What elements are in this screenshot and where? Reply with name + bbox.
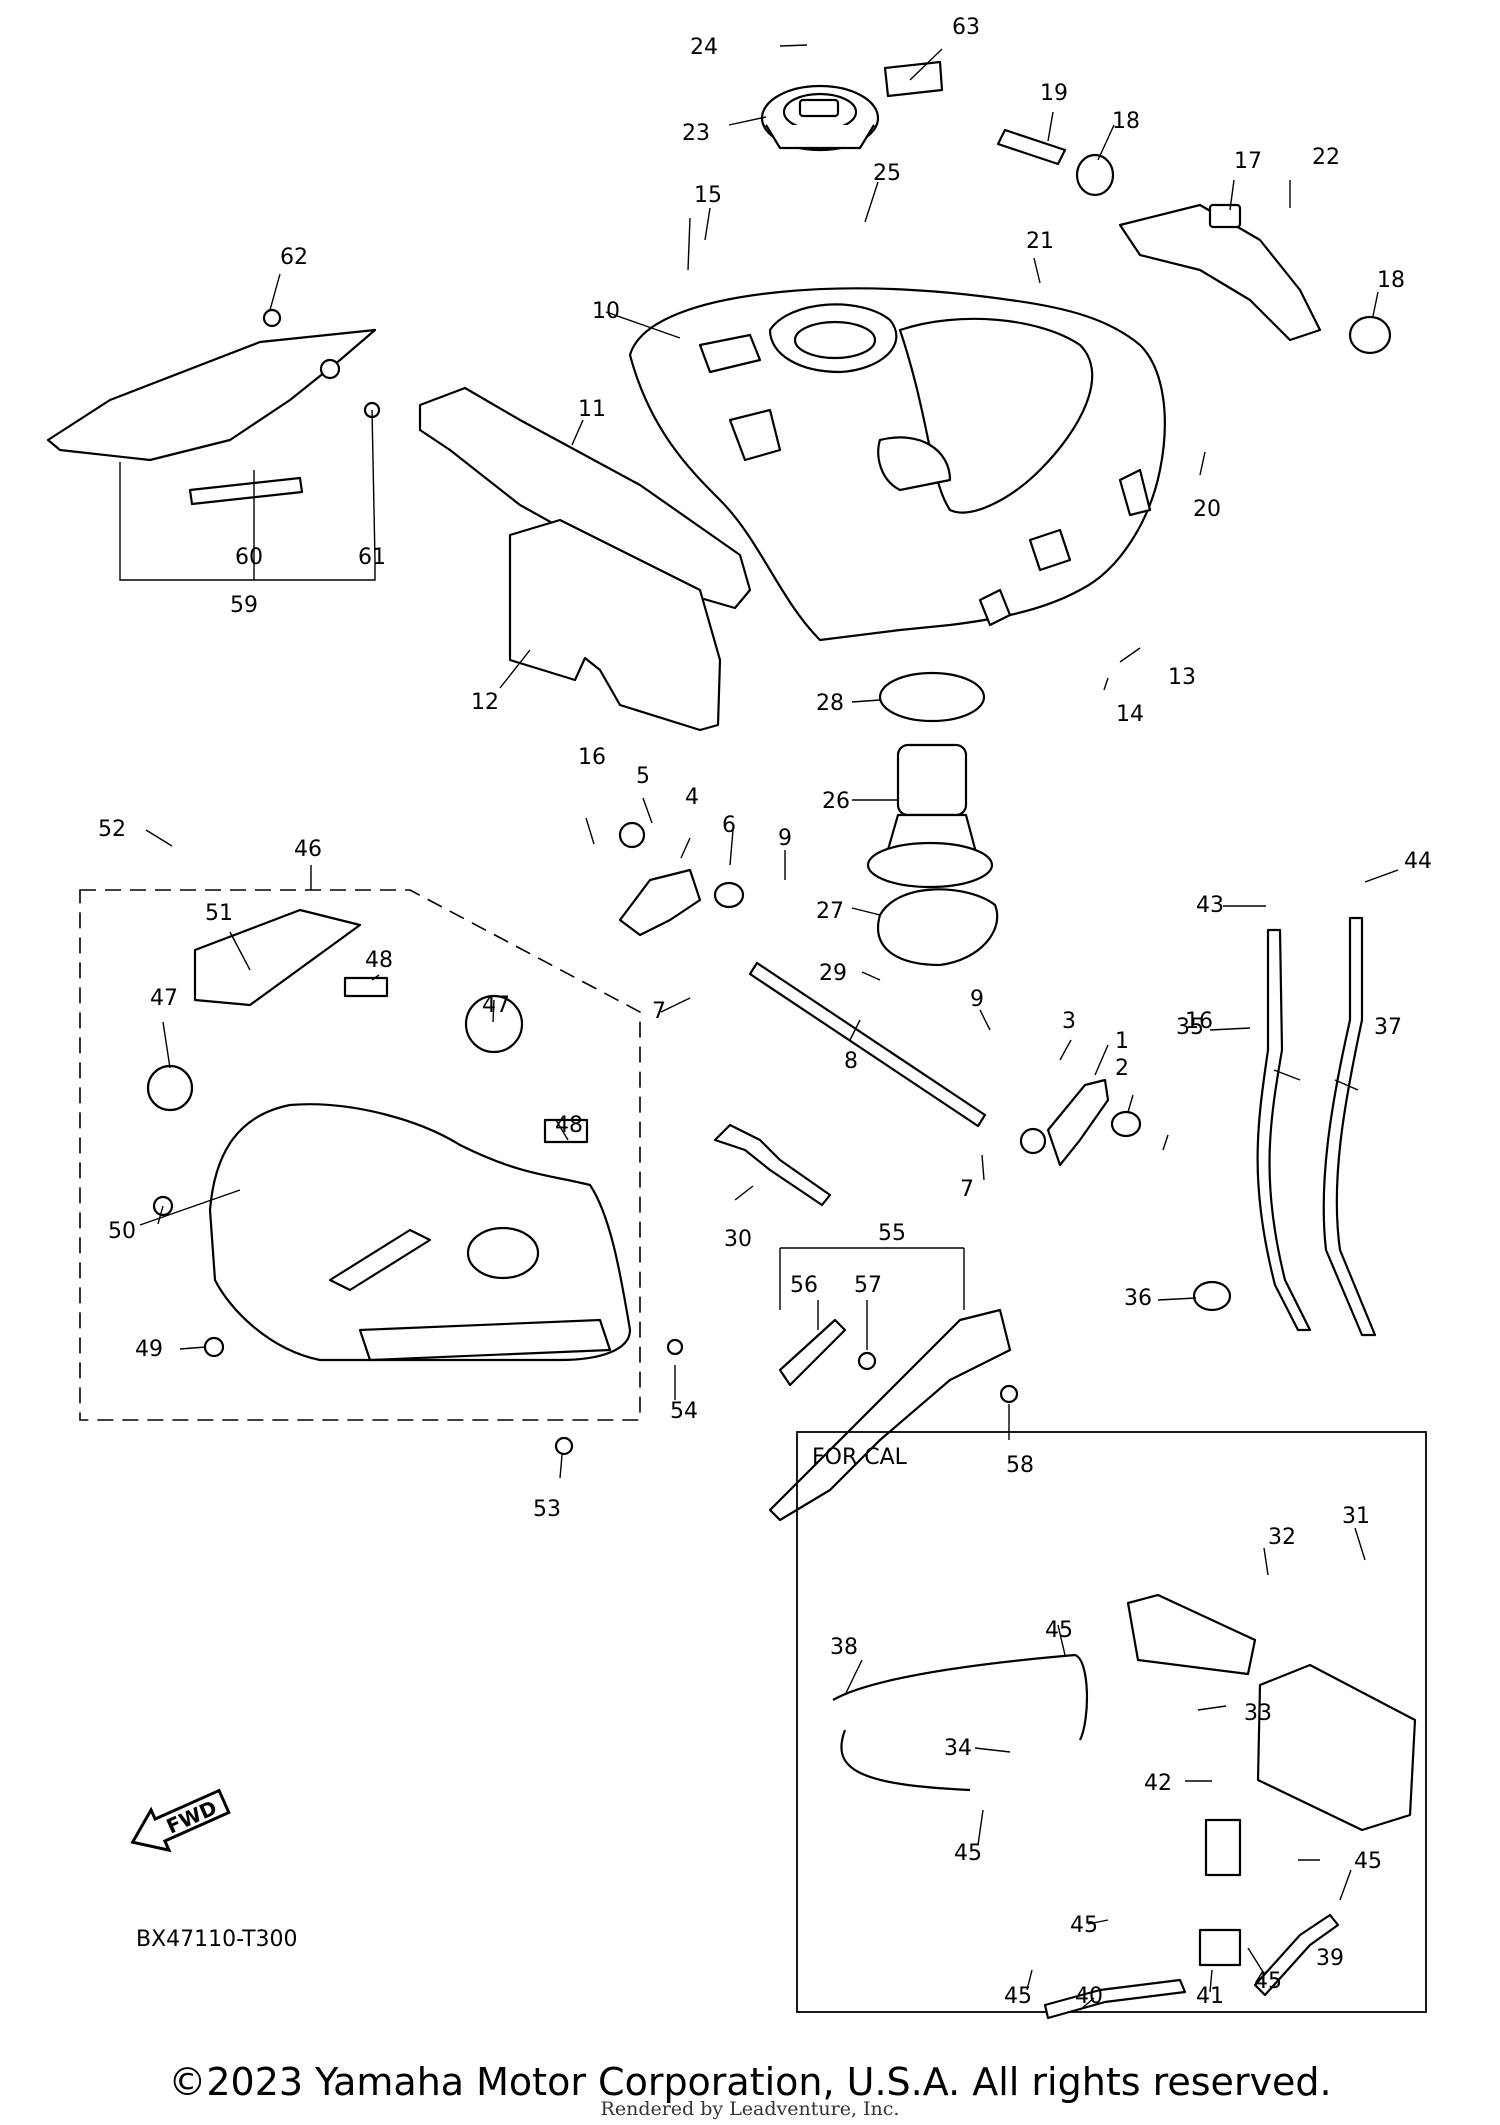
label-42: 42 (1144, 1771, 1172, 1796)
tank-cover-assembly (79, 889, 684, 1456)
label-45e: 45 (1004, 1984, 1032, 2009)
label-54: 54 (670, 1399, 698, 1424)
label-60: 60 (235, 545, 263, 570)
label-45a: 45 (1045, 1618, 1073, 1643)
label-58: 58 (1006, 1453, 1034, 1478)
label-48b: 48 (555, 1113, 583, 1138)
leader-lines (139, 44, 1399, 2011)
label-15: 15 (694, 183, 722, 208)
label-34: 34 (944, 1736, 972, 1761)
cal-box-title: FOR CAL (812, 1445, 908, 1470)
label-7a: 7 (652, 999, 666, 1024)
label-51: 51 (205, 901, 233, 926)
label-49: 49 (135, 1337, 163, 1362)
label-52: 52 (98, 817, 126, 842)
label-41: 41 (1196, 1984, 1224, 2009)
label-31: 31 (1342, 1504, 1370, 1529)
label-2: 2 (1115, 1056, 1129, 1081)
label-18b: 18 (1377, 268, 1405, 293)
label-56: 56 (790, 1273, 818, 1298)
label-47b: 47 (482, 993, 510, 1018)
label-18a: 18 (1112, 109, 1140, 134)
label-8: 8 (844, 1049, 858, 1074)
tank-bracket (996, 128, 1392, 355)
sticker-63 (883, 60, 944, 98)
label-11: 11 (578, 397, 606, 422)
label-20: 20 (1193, 497, 1221, 522)
label-32: 32 (1268, 1525, 1296, 1550)
label-53: 53 (533, 1497, 561, 1522)
fuel-tank (628, 287, 1166, 642)
fwd-arrow-icon: FWD (130, 1788, 231, 1853)
label-38: 38 (830, 1635, 858, 1660)
copyright-notice: ©2023 Yamaha Motor Corporation, U.S.A. A… (168, 2060, 1332, 2104)
label-33: 33 (1244, 1701, 1272, 1726)
tank-cover-11 (418, 386, 752, 610)
label-6: 6 (722, 813, 736, 838)
callout-labels: 1 2 3 4 5 6 7 7 8 9 9 10 11 12 13 14 15 … (98, 15, 1432, 2009)
plate-27 (877, 888, 999, 967)
breather-hoses (1192, 916, 1377, 1337)
label-40: 40 (1075, 1984, 1103, 2009)
label-9a: 9 (778, 826, 792, 851)
label-39: 39 (1316, 1946, 1344, 1971)
label-22: 22 (1312, 145, 1340, 170)
label-30: 30 (724, 1227, 752, 1252)
label-5: 5 (636, 764, 650, 789)
label-27: 27 (816, 899, 844, 924)
label-21: 21 (1026, 229, 1054, 254)
label-9b: 9 (970, 987, 984, 1012)
side-cover-right (768, 1308, 1019, 1522)
label-37: 37 (1374, 1015, 1402, 1040)
label-36: 36 (1124, 1286, 1152, 1311)
label-7b: 7 (960, 1177, 974, 1202)
label-57: 57 (854, 1273, 882, 1298)
label-59: 59 (230, 593, 258, 618)
label-17: 17 (1234, 149, 1262, 174)
diagram-code: BX47110-T300 (136, 1927, 298, 1952)
label-62: 62 (280, 245, 308, 270)
fuel-cap (760, 84, 880, 152)
label-26: 26 (822, 789, 850, 814)
label-1: 1 (1115, 1029, 1129, 1054)
label-12: 12 (471, 690, 499, 715)
mount-parts (618, 821, 1142, 1207)
label-16a: 16 (578, 745, 606, 770)
fuel-pump (866, 743, 994, 889)
label-10: 10 (592, 299, 620, 324)
label-19: 19 (1040, 81, 1068, 106)
label-45c: 45 (1354, 1849, 1382, 1874)
rendered-by: Rendered by Leadventure, Inc. (600, 2098, 900, 2120)
side-cover-left (46, 308, 381, 506)
label-23: 23 (682, 121, 710, 146)
label-24: 24 (690, 35, 718, 60)
cal-box (796, 1431, 1427, 2020)
label-29: 29 (819, 961, 847, 986)
label-28: 28 (816, 691, 844, 716)
pad-12 (508, 518, 722, 732)
label-50: 50 (108, 1219, 136, 1244)
label-14: 14 (1116, 702, 1144, 727)
label-44: 44 (1404, 849, 1432, 874)
label-4: 4 (685, 785, 699, 810)
label-61: 61 (358, 545, 386, 570)
label-43: 43 (1196, 893, 1224, 918)
label-55: 55 (878, 1221, 906, 1246)
gasket-28 (878, 671, 986, 723)
label-3: 3 (1062, 1009, 1076, 1034)
label-45f: 45 (1254, 1969, 1282, 1994)
label-63: 63 (952, 15, 980, 40)
bracket-59 (119, 462, 376, 581)
label-46: 46 (294, 837, 322, 862)
label-25: 25 (873, 161, 901, 186)
label-35: 35 (1176, 1015, 1204, 1040)
label-48a: 48 (365, 948, 393, 973)
label-47a: 47 (150, 986, 178, 1011)
label-45b: 45 (954, 1841, 982, 1866)
label-13: 13 (1168, 665, 1196, 690)
label-45d: 45 (1070, 1913, 1098, 1938)
label-16b: 16 (1185, 1009, 1213, 1034)
